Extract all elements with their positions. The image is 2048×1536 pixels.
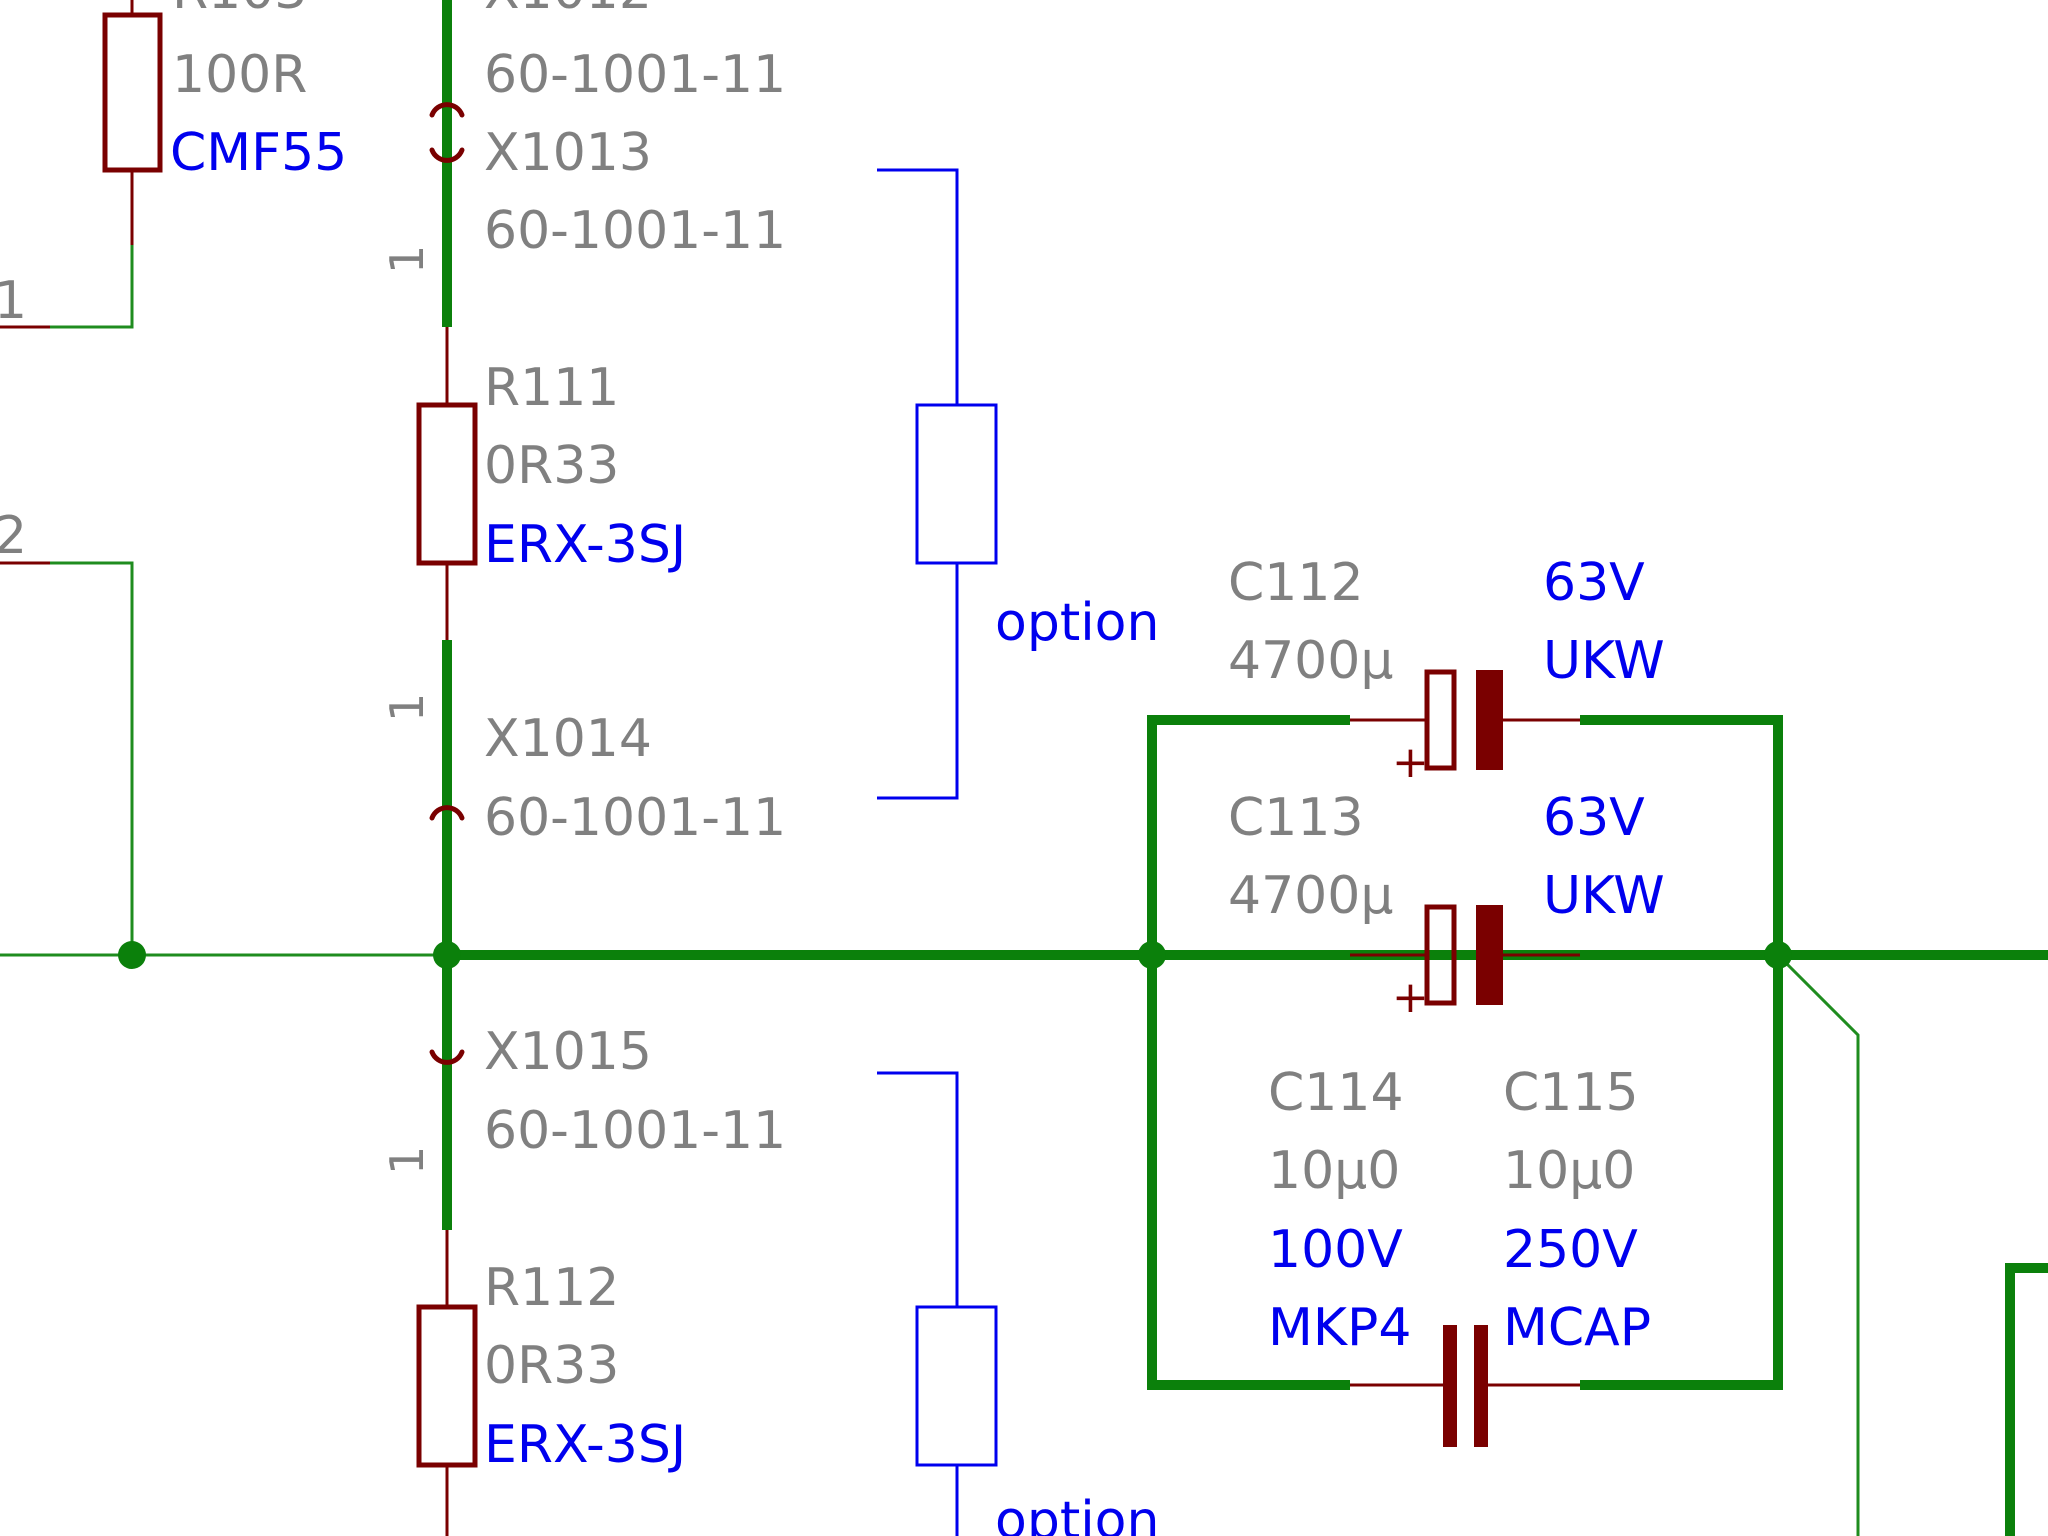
option-lower-resistor [915,1305,998,1467]
c114-series: MKP4 [1268,1298,1411,1358]
r111-resistor-symbol[interactable] [416,402,478,566]
c113-polarity-mark: + [1392,972,1429,1023]
option-lower[interactable] [877,1071,998,1536]
x1013-pin-number: 1 [380,245,434,274]
c115-voltage: 250V [1503,1220,1638,1280]
pin-wires [0,0,1580,1536]
c112-ref: C112 [1228,553,1364,613]
junction-dot [1138,941,1166,969]
c112-series: UKW [1543,631,1665,691]
c114-plate [1443,1325,1457,1447]
c114-ref: C114 [1268,1063,1404,1123]
net-label-1: 1 [0,271,27,331]
net-label-2: 2 [0,506,27,566]
c113-negative-plate [1476,905,1503,1005]
c114-value: 10µ0 [1268,1141,1400,1201]
x1012-pad-bottom[interactable] [429,102,465,118]
wire-net1 [50,245,134,329]
c112-positive-plate [1424,669,1457,771]
x1013-ref: X1013 [484,123,652,183]
r103-part: CMF55 [170,123,347,183]
junction-dot [118,941,146,969]
option-upper-label: option [995,593,1159,653]
option-upper-resistor [915,403,998,565]
c113-value: 4700µ [1228,866,1393,926]
thin-wires [0,245,1860,1536]
x1015-pad[interactable] [429,1049,465,1065]
option-upper-bottom-lead [877,563,959,800]
c112-negative-plate [1476,670,1503,770]
c113-ref: C113 [1228,788,1364,848]
c115-value: 10µ0 [1503,1141,1635,1201]
x1014-value: 60-1001-11 [484,788,786,848]
x1014-pad[interactable] [429,805,465,821]
junction-dot [1764,941,1792,969]
r112-ref: R112 [484,1258,619,1318]
r103-value: 100R [172,45,307,105]
c113-positive-plate [1424,904,1457,1006]
r112-resistor-symbol[interactable] [416,1304,478,1468]
wire-net2 [50,561,134,955]
r103-resistor-symbol[interactable] [102,12,163,173]
c112-voltage: 63V [1543,553,1645,613]
option-lower-top-lead [877,1071,959,1307]
option-lower-label: option [995,1491,1159,1536]
x1015-pin-number: 1 [380,1146,434,1175]
bus-right-edge [2005,1263,2048,1536]
wire-right-drop [1776,953,1860,1536]
r111-value: 0R33 [484,436,619,496]
bus-cap-left [1147,715,1350,1390]
c114-c115-capacitor-symbol[interactable] [1443,1325,1488,1447]
option-upper[interactable] [877,168,998,800]
x1014-pin-number: 1 [380,693,434,722]
c115-ref: C115 [1503,1063,1639,1123]
r111-ref: R111 [484,358,619,418]
c115-series: MCAP [1503,1298,1651,1358]
c113-capacitor-symbol[interactable]: + [1392,904,1503,1023]
c112-capacitor-symbol[interactable]: + [1392,669,1503,788]
r111-part: ERX-3SJ [484,515,686,575]
c115-plate [1474,1325,1488,1447]
x1013-pad-top[interactable] [429,147,465,163]
r103-ref: R103 [172,0,307,21]
x1015-ref: X1015 [484,1022,652,1082]
c113-voltage: 63V [1543,788,1645,848]
jumper-pads [429,102,465,1065]
c114-voltage: 100V [1268,1220,1403,1280]
c112-polarity-mark: + [1392,737,1429,788]
c112-value: 4700µ [1228,631,1393,691]
x1012-ref: X1012 [484,0,652,21]
x1014-ref: X1014 [484,709,652,769]
x1013-value: 60-1001-11 [484,201,786,261]
junctions [118,941,1792,969]
x1015-value: 60-1001-11 [484,1101,786,1161]
x1012-value: 60-1001-11 [484,45,786,105]
r112-value: 0R33 [484,1336,619,1396]
r112-part: ERX-3SJ [484,1415,686,1475]
bus-wires [442,0,2048,1536]
bus-cap-right [1580,715,1783,1390]
junction-dot [433,941,461,969]
c113-series: UKW [1543,866,1665,926]
option-upper-top-lead [877,168,959,405]
